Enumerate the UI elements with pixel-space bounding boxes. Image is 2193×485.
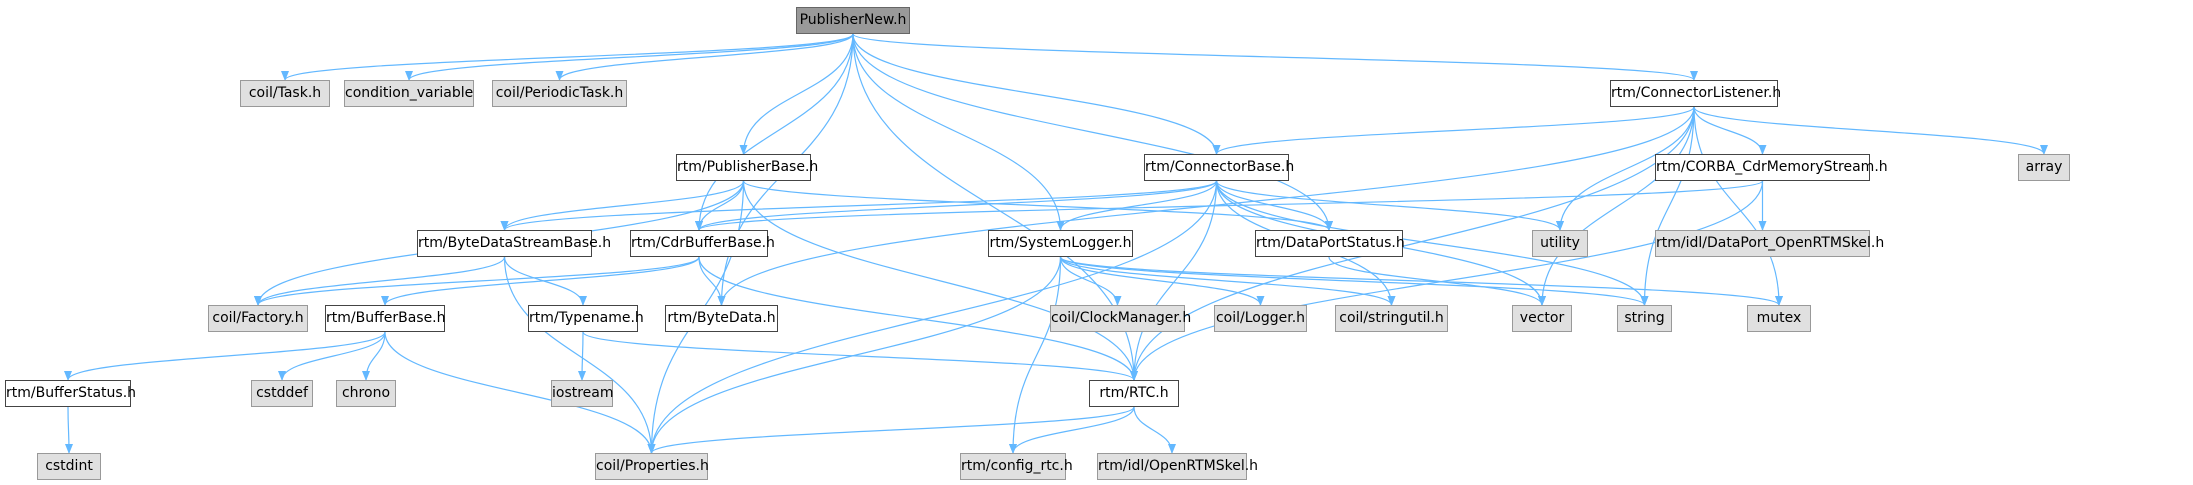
dependency-edge <box>381 256 700 306</box>
graph-node-string: string <box>1617 305 1672 332</box>
dependency-edge <box>1059 256 1783 306</box>
dependency-edge <box>1215 180 1649 306</box>
dependency-edge <box>647 180 1218 454</box>
dependency-edge <box>500 180 1218 231</box>
dependency-edge <box>647 256 1062 454</box>
dependency-edge <box>254 256 700 306</box>
graph-node-rtm-bytedata-h[interactable]: rtm/ByteData.h <box>665 305 778 332</box>
graph-node-publishernew-h[interactable]: PublisherNew.h <box>796 7 910 34</box>
graph-node-rtm-idl-openrtmskel-h: rtm/idl/OpenRTMSkel.h <box>1097 453 1258 480</box>
dependency-edge <box>1130 106 1695 381</box>
graph-node-rtm-dataportstatus-h[interactable]: rtm/DataPortStatus.h <box>1255 230 1405 257</box>
dependency-edge <box>695 180 1764 231</box>
graph-node-rtm-cdrbufferbase-h[interactable]: rtm/CdrBufferBase.h <box>630 230 775 257</box>
dependency-edge <box>384 331 656 454</box>
graph-node-rtm-idl-dataport-openrtmskel-h: rtm/idl/DataPort_OpenRTMSkel.h <box>1655 230 1884 257</box>
dependency-edge <box>582 331 1138 381</box>
dependency-edge <box>698 256 726 306</box>
dependency-edge <box>1215 180 1564 231</box>
graph-node-utility: utility <box>1532 230 1588 257</box>
graph-node-coil-clockmanager-h: coil/ClockManager.h <box>1050 305 1191 332</box>
graph-node-coil-task-h: coil/Task.h <box>240 80 330 107</box>
dependency-edge <box>1059 256 1649 306</box>
dependency-edge <box>500 180 745 231</box>
dependency-edge <box>739 33 854 155</box>
graph-node-rtm-publisherbase-h[interactable]: rtm/PublisherBase.h <box>676 154 818 181</box>
dependency-edge <box>1328 256 1546 306</box>
graph-node-rtm-connectorlistener-h[interactable]: rtm/ConnectorListener.h <box>1610 80 1781 107</box>
dependency-edge <box>1130 180 1218 381</box>
graph-node-rtm-rtc-h[interactable]: rtm/RTC.h <box>1089 380 1179 407</box>
dependency-edge <box>647 406 1135 454</box>
dependency-edge <box>852 33 1065 231</box>
dependency-edge <box>1133 406 1176 454</box>
graph-node-rtm-config-rtc-h: rtm/config_rtc.h <box>960 453 1073 480</box>
dependency-edge <box>742 180 1138 381</box>
dependency-edge <box>1538 106 1695 306</box>
graph-node-condition-variable: condition_variable <box>344 80 474 107</box>
dependency-edge <box>1640 106 1695 306</box>
dependency-edge <box>254 256 506 306</box>
dependency-edge <box>1212 106 1695 155</box>
graph-node-cstdint: cstdint <box>37 453 101 480</box>
dependency-edge <box>64 331 386 381</box>
graph-node-coil-factory-h: coil/Factory.h <box>208 305 308 332</box>
graph-node-vector: vector <box>1512 305 1572 332</box>
dependency-edge <box>64 406 73 454</box>
dependency-edge <box>278 331 386 381</box>
dependency-edge <box>695 33 854 231</box>
graph-node-coil-stringutil-h: coil/stringutil.h <box>1335 305 1448 332</box>
dependency-edge <box>698 256 1138 381</box>
graph-node-iostream: iostream <box>551 380 614 407</box>
dependency-edge <box>1130 180 1764 381</box>
dependency-edge <box>1556 106 1695 231</box>
graph-node-cstddef: cstddef <box>251 380 313 407</box>
dependency-edge <box>1059 256 1396 306</box>
dependency-edge <box>1059 256 1265 306</box>
dependency-edge <box>1009 406 1135 454</box>
dependency-edge <box>1059 256 1122 306</box>
graph-node-coil-logger-h: coil/Logger.h <box>1214 305 1307 332</box>
graph-node-rtm-bytedatastreambase-h[interactable]: rtm/ByteDataStreamBase.h <box>417 230 611 257</box>
graph-node-coil-periodictask-h: coil/PeriodicTask.h <box>492 80 627 107</box>
graph-node-rtm-bufferbase-h[interactable]: rtm/BufferBase.h <box>325 305 446 332</box>
graph-node-chrono: chrono <box>336 380 396 407</box>
dependency-edge <box>1693 106 2048 155</box>
graph-node-coil-properties-h: coil/Properties.h <box>595 453 709 480</box>
graph-node-array: array <box>2018 154 2070 181</box>
dependency-edge <box>1009 256 1062 454</box>
dependency-edge <box>852 33 1698 81</box>
graph-node-rtm-corba-cdrmemorystream-h[interactable]: rtm/CORBA_CdrMemoryStream.h <box>1655 154 1888 181</box>
graph-node-rtm-typename-h[interactable]: rtm/Typename.h <box>528 305 644 332</box>
graph-node-rtm-bufferstatus-h[interactable]: rtm/BufferStatus.h <box>5 380 136 407</box>
dependency-edge <box>695 180 1218 231</box>
dependency-edge <box>1693 106 1783 306</box>
dependency-edge <box>405 33 854 81</box>
dependency-edge <box>1693 106 1767 155</box>
dependency-edge <box>1215 180 1333 231</box>
dependency-edge <box>503 256 656 454</box>
dependency-edge <box>852 33 1221 155</box>
dependency-edge <box>362 331 386 381</box>
dependency-edge <box>578 331 587 381</box>
graph-node-rtm-systemlogger-h[interactable]: rtm/SystemLogger.h <box>988 230 1133 257</box>
dependency-edge <box>281 33 854 81</box>
graph-node-mutex: mutex <box>1747 305 1811 332</box>
graph-node-rtm-connectorbase-h[interactable]: rtm/ConnectorBase.h <box>1144 154 1294 181</box>
dependency-edge <box>555 33 854 81</box>
dependency-edge <box>852 33 1333 231</box>
dependency-edge <box>1056 180 1218 231</box>
